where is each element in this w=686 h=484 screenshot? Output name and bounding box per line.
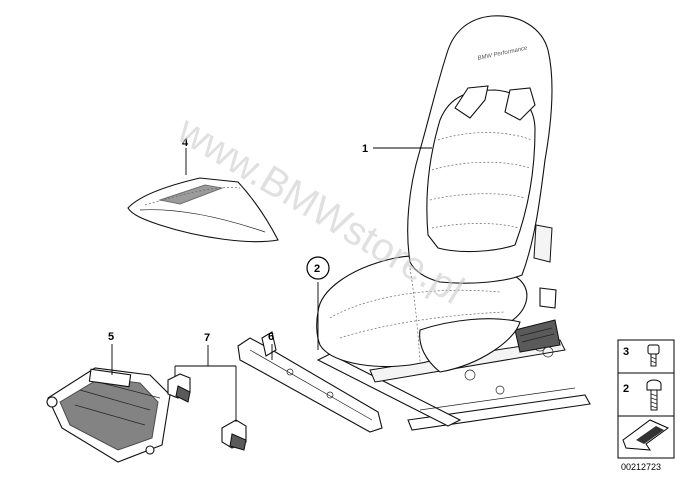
callout-seat-cover: 4 bbox=[182, 137, 189, 149]
fastener-legend: 3 2 bbox=[617, 339, 675, 459]
arrow-icon bbox=[622, 419, 669, 451]
leader-lines bbox=[111, 147, 432, 422]
callout-clips: 7 bbox=[204, 332, 210, 344]
callout-module: 5 bbox=[108, 331, 114, 343]
callout-seat: 1 bbox=[362, 143, 368, 155]
torx-bolt-icon bbox=[646, 379, 662, 411]
callout-screw: 2 bbox=[314, 263, 320, 275]
seat-cover-piece bbox=[127, 177, 279, 243]
cap-screw-icon bbox=[647, 344, 660, 367]
mounting-clip-upper bbox=[167, 373, 191, 403]
document-number: 00212723 bbox=[621, 462, 661, 472]
callout-circle bbox=[306, 256, 330, 280]
legend-item-top-number: 3 bbox=[623, 346, 629, 358]
mounting-clip-lower bbox=[221, 419, 247, 451]
callout-bracket: 6 bbox=[268, 331, 274, 343]
legend-item-bottom-number: 2 bbox=[623, 383, 629, 395]
electronic-module bbox=[46, 367, 171, 463]
sport-seat: BMW Performance bbox=[316, 15, 591, 431]
seat-bracket bbox=[237, 331, 383, 433]
